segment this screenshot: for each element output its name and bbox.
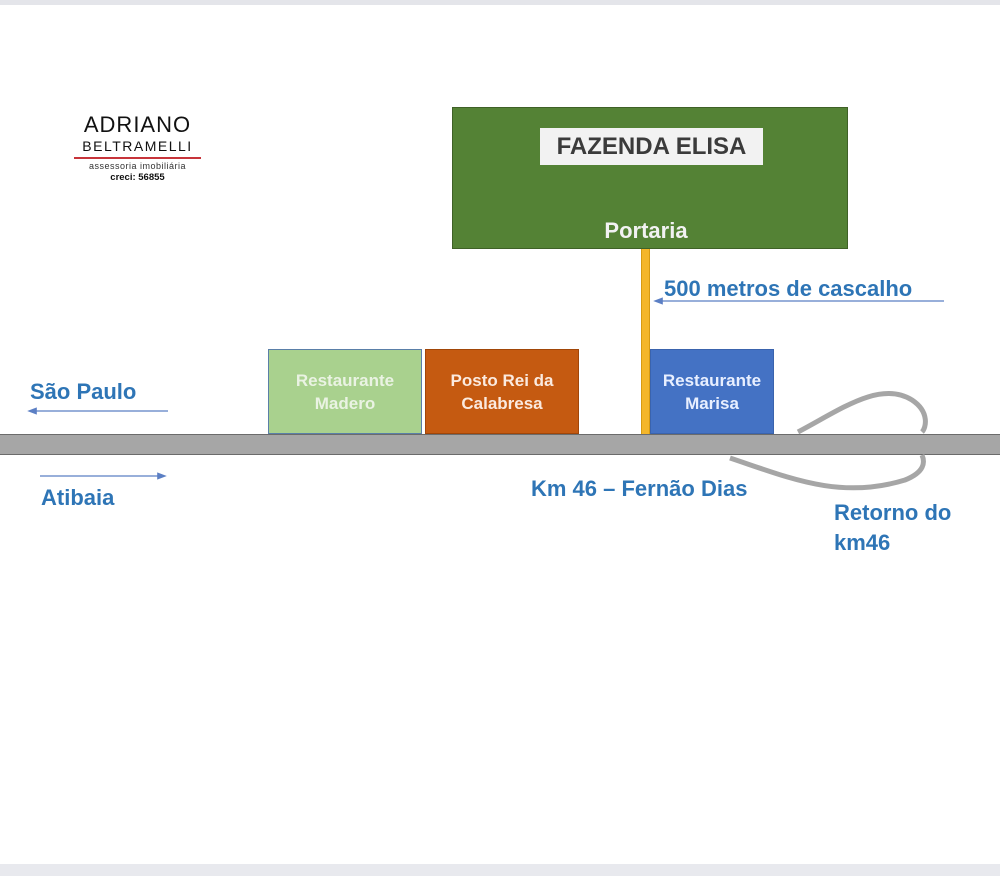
- logo-tagline: assessoria imobiliária: [88, 161, 187, 171]
- bottom-edge: [0, 864, 1000, 876]
- restaurant-marisa: Restaurante Marisa: [650, 349, 774, 434]
- farm-block: FAZENDA ELISA Portaria: [452, 107, 848, 249]
- direction-sao-paulo: São Paulo: [30, 379, 137, 404]
- gravel-road-label: 500 metros de cascalho: [664, 276, 913, 301]
- direction-atibaia: Atibaia: [41, 485, 115, 510]
- top-edge: [0, 0, 1000, 5]
- gravel-road: [641, 249, 650, 435]
- return-loop-label: Retorno do km46: [834, 500, 952, 555]
- logo-divider: [74, 157, 201, 159]
- highway-label: Km 46 – Fernão Dias: [531, 476, 748, 501]
- return-loop-upper: [796, 390, 928, 435]
- logo-creci: creci: 56855: [110, 172, 165, 183]
- restaurant-madero-label: Restaurante Madero: [295, 370, 395, 413]
- logo-first-name: ADRIANO: [83, 112, 192, 137]
- agency-logo: ADRIANO BELTRAMELLI assessoria imobiliár…: [70, 112, 205, 184]
- gas-station-rei-da-calabresa: Posto Rei da Calabresa: [425, 349, 579, 434]
- logo-last-name: BELTRAMELLI: [82, 138, 193, 154]
- gas-station-label: Posto Rei da Calabresa: [450, 370, 554, 413]
- return-loop-lower: [729, 454, 926, 491]
- farm-name-sign: FAZENDA ELISA: [540, 128, 763, 165]
- highway: [0, 434, 1000, 455]
- farm-gate-label: Portaria: [604, 218, 688, 243]
- restaurant-marisa-label: Restaurante Marisa: [662, 370, 762, 413]
- restaurant-madero: Restaurante Madero: [268, 349, 422, 434]
